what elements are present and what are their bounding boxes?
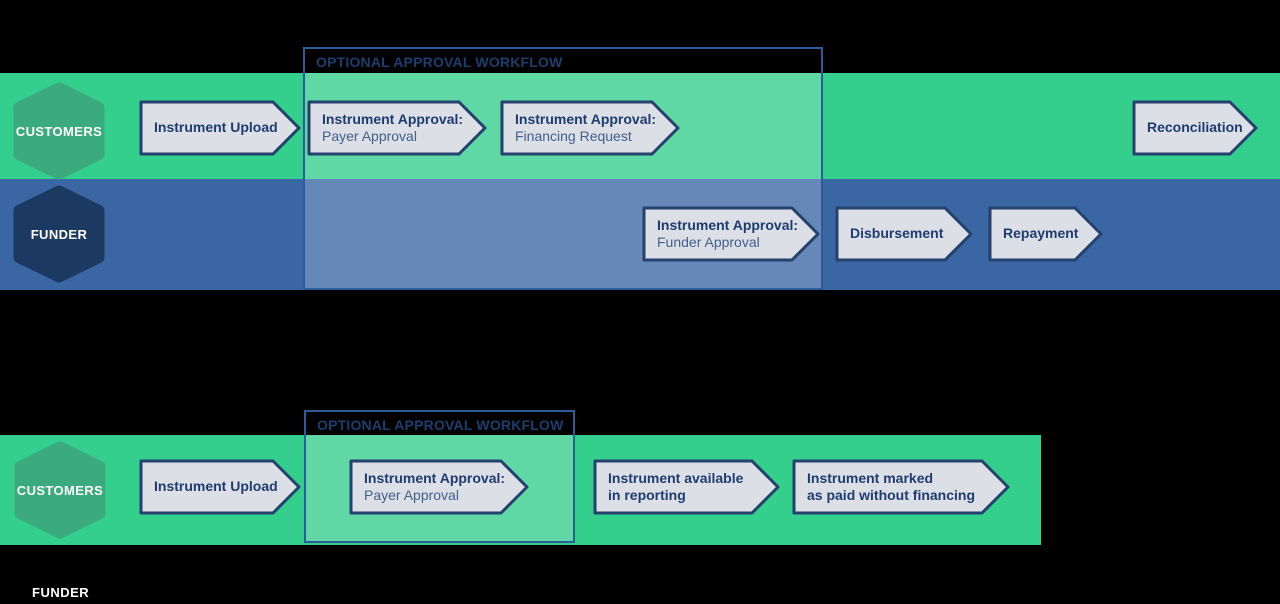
step-sublabel: Payer Approval	[322, 128, 417, 144]
customers-label-top: CUSTOMERS	[15, 123, 103, 139]
optional-approval-box-bottom: OPTIONAL APPROVAL WORKFLOW	[304, 410, 575, 543]
step-label: Instrument Approval:	[515, 110, 657, 127]
customers-hexagon-top: CUSTOMERS	[13, 82, 105, 180]
funder-hexagon-top: FUNDER	[13, 185, 105, 283]
step-disbursement-top: Disbursement	[835, 206, 973, 262]
step-available-reporting-bottom: Instrument available in reporting	[593, 459, 780, 515]
step-sublabel: in reporting	[608, 487, 686, 503]
step-label: Disbursement	[850, 225, 944, 242]
step-payer-approval-bottom: Instrument Approval: Payer Approval	[349, 459, 529, 515]
step-instrument-upload-top: Instrument Upload	[139, 100, 301, 156]
step-label: Repayment	[1003, 225, 1079, 242]
step-payer-approval-top: Instrument Approval: Payer Approval	[307, 100, 487, 156]
step-label: Instrument available	[608, 469, 744, 486]
step-label: Reconciliation	[1147, 119, 1243, 136]
step-repayment-top: Repayment	[988, 206, 1103, 262]
step-reconciliation-top: Reconciliation	[1132, 100, 1258, 156]
step-sublabel: Funder Approval	[657, 234, 760, 250]
step-instrument-upload-bottom: Instrument Upload	[139, 459, 301, 515]
step-label: Instrument Approval:	[657, 216, 799, 233]
optional-approval-title-bottom: OPTIONAL APPROVAL WORKFLOW	[317, 417, 564, 433]
step-funder-approval-top: Instrument Approval: Funder Approval	[642, 206, 820, 262]
step-financing-request-top: Instrument Approval: Financing Request	[500, 100, 680, 156]
step-label: Instrument Upload	[154, 478, 278, 495]
step-sublabel: Payer Approval	[364, 487, 459, 503]
step-label: Instrument Approval:	[364, 469, 506, 486]
step-label: Instrument Approval:	[322, 110, 464, 127]
optional-approval-box-top: OPTIONAL APPROVAL WORKFLOW	[303, 47, 823, 290]
step-sublabel: as paid without financing	[807, 487, 975, 503]
optional-approval-title-top: OPTIONAL APPROVAL WORKFLOW	[316, 54, 563, 70]
step-label: Instrument marked	[807, 469, 934, 486]
funder-label-bottom: FUNDER	[32, 585, 90, 600]
step-marked-paid-bottom: Instrument marked as paid without financ…	[792, 459, 1010, 515]
customers-label-bottom: CUSTOMERS	[16, 482, 104, 498]
step-sublabel: Financing Request	[515, 128, 632, 144]
customers-hexagon-bottom: CUSTOMERS	[14, 441, 106, 539]
step-label: Instrument Upload	[154, 119, 278, 136]
funder-label-top: FUNDER	[30, 226, 88, 242]
